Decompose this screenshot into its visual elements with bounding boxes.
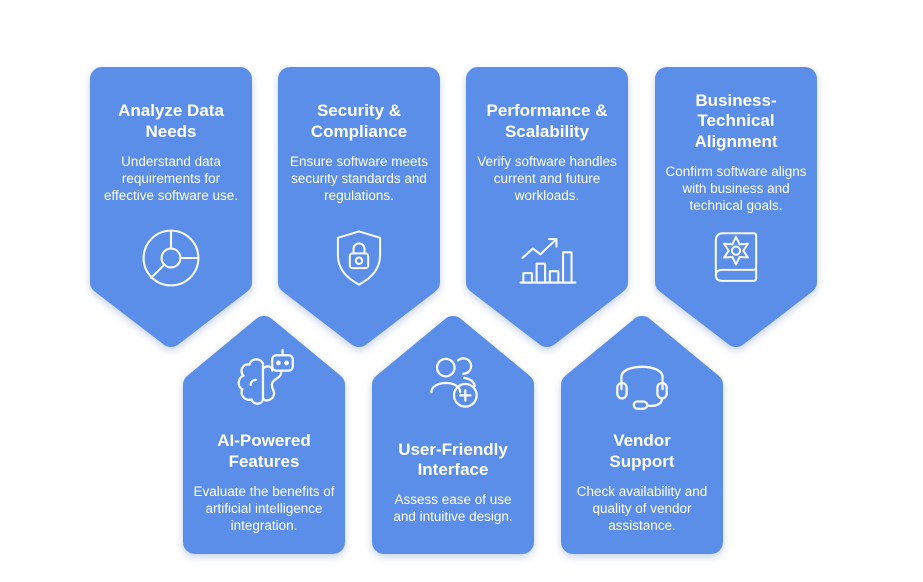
banner-up-shape xyxy=(372,316,534,554)
banner-down-shape xyxy=(655,67,817,347)
card-ai-powered-features: AI-Powered Features Evaluate the benefit… xyxy=(183,316,345,554)
card-business-technical-alignment: Business-Technical Alignment Confirm sof… xyxy=(655,67,817,349)
banner-up-shape xyxy=(561,316,723,554)
card-user-friendly-interface: User-Friendly Interface Assess ease of u… xyxy=(372,316,534,554)
brain-ai-icon xyxy=(227,342,301,424)
card-title: Analyze Data Needs xyxy=(118,101,224,141)
users-add-icon xyxy=(416,342,490,424)
card-analyze-data-needs: Analyze Data Needs Understand data requi… xyxy=(90,67,252,349)
card-title: Business-Technical Alignment xyxy=(694,90,778,152)
card-description: Confirm software aligns with business an… xyxy=(665,163,807,214)
banner-down-shape xyxy=(278,67,440,347)
growth-chart-icon xyxy=(513,222,581,294)
card-description: Check availability and quality of vendor… xyxy=(576,483,708,533)
headset-icon xyxy=(605,342,679,424)
card-title: Performance & Scalability xyxy=(486,101,608,141)
card-performance-scalability: Performance & Scalability Verify softwar… xyxy=(466,67,628,349)
banner-down-shape xyxy=(466,67,628,347)
banner-down-shape xyxy=(90,67,252,347)
card-description: Understand data requirements for effecti… xyxy=(103,153,239,203)
card-title: User-Friendly Interface xyxy=(398,439,508,480)
card-title: Security & Compliance xyxy=(310,101,408,141)
card-security-compliance: Security & Compliance Ensure software me… xyxy=(278,67,440,349)
pie-chart-icon xyxy=(137,222,205,294)
shield-lock-icon xyxy=(326,222,392,294)
card-title: Vendor Support xyxy=(609,431,675,471)
card-description: Evaluate the benefits of artificial inte… xyxy=(193,483,335,533)
card-description: Verify software handles current and futu… xyxy=(477,153,617,203)
card-description: Assess ease of use and intuitive design. xyxy=(393,492,513,525)
card-description: Ensure software meets security standards… xyxy=(289,153,429,203)
card-title: AI-Powered Features xyxy=(217,431,311,471)
banner-up-shape xyxy=(183,316,345,554)
book-gear-icon xyxy=(703,222,769,294)
card-vendor-support: Vendor Support Check availability and qu… xyxy=(561,316,723,554)
